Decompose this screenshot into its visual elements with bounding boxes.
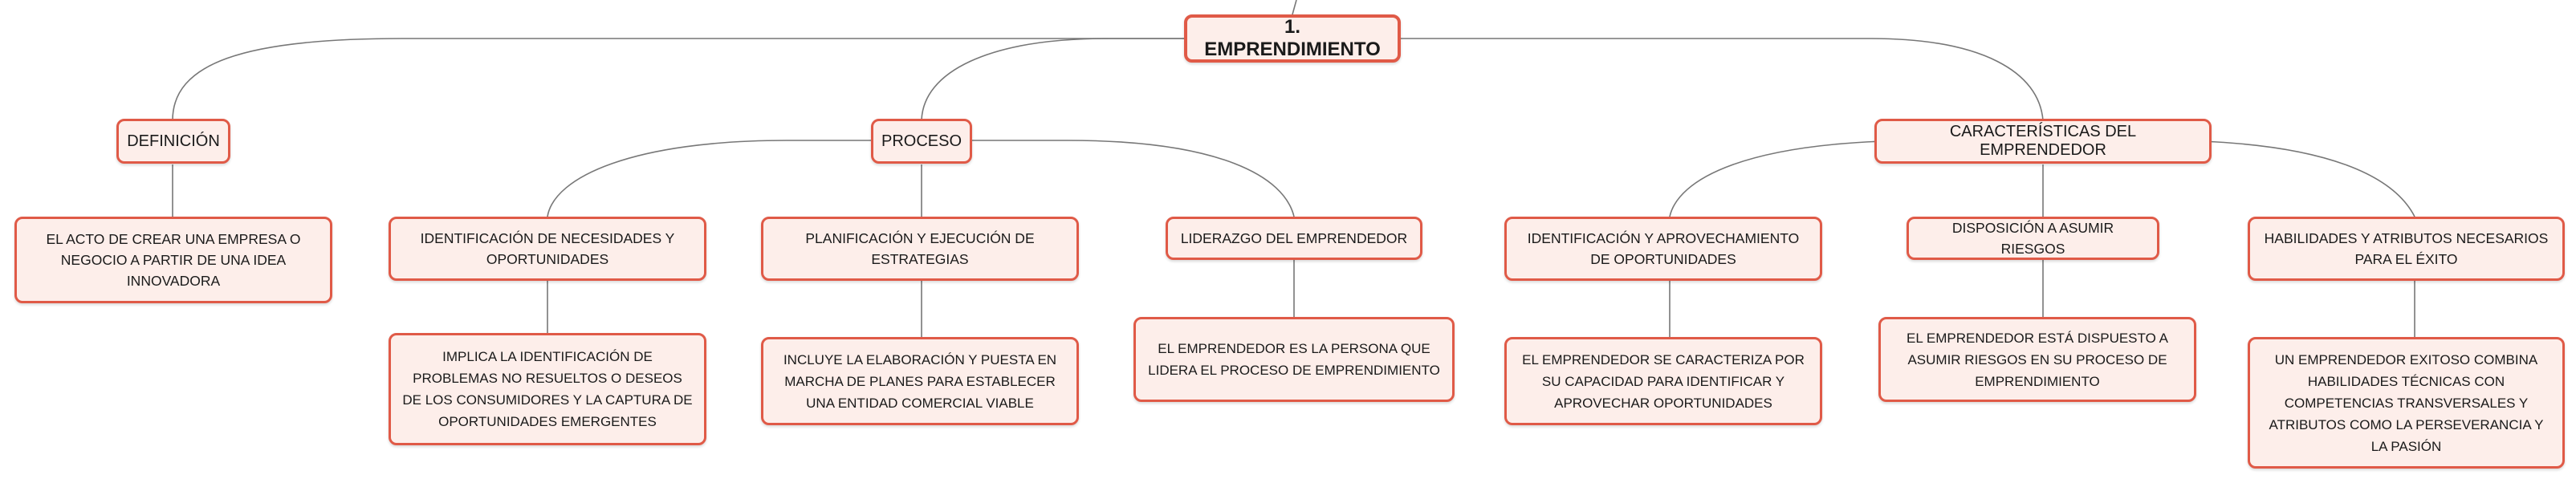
caracteristicas-label: CARACTERÍSTICAS DEL EMPRENDEDOR: [1949, 123, 2137, 159]
disposicion-riesgos-label: DISPOSICIÓN A ASUMIR RIESGOS: [1951, 220, 2114, 257]
node-identificacion-detail[interactable]: IMPLICA LA IDENTIFICACIÓN DE PROBLEMAS N…: [389, 333, 706, 445]
root-label: 1. EMPRENDIMIENTO: [1204, 16, 1381, 60]
edge-root-definicion: [172, 38, 1184, 121]
liderazgo-label: LIDERAZGO DEL EMPRENDEDOR: [1180, 230, 1408, 246]
aprovechamiento-detail-text: EL EMPRENDEDOR SE CARACTERIZA POR SU CAP…: [1522, 351, 1805, 411]
node-caracteristicas[interactable]: CARACTERÍSTICAS DEL EMPRENDEDOR: [1874, 119, 2212, 164]
disposicion-detail-text: EL EMPRENDEDOR ESTÁ DISPUESTO A ASUMIR R…: [1907, 330, 2168, 389]
node-definicion-detail[interactable]: EL ACTO DE CREAR UNA EMPRESA O NEGOCIO A…: [14, 217, 332, 303]
identificacion-necesidades-label: IDENTIFICACIÓN DE NECESIDADES Y OPORTUNI…: [420, 230, 675, 267]
node-aprovechamiento-detail[interactable]: EL EMPRENDEDOR SE CARACTERIZA POR SU CAP…: [1504, 337, 1822, 425]
node-disposicion-riesgos[interactable]: DISPOSICIÓN A ASUMIR RIESGOS: [1907, 217, 2159, 260]
edge-root-parent: [1292, 0, 1297, 15]
node-planificacion[interactable]: PLANIFICACIÓN Y EJECUCIÓN DE ESTRATEGIAS: [761, 217, 1079, 281]
node-identificacion-necesidades[interactable]: IDENTIFICACIÓN DE NECESIDADES Y OPORTUNI…: [389, 217, 706, 281]
node-habilidades-detail[interactable]: UN EMPRENDEDOR EXITOSO COMBINA HABILIDAD…: [2248, 337, 2565, 469]
node-identificacion-oportunidades[interactable]: IDENTIFICACIÓN Y APROVECHAMIENTO DE OPOR…: [1504, 217, 1822, 281]
node-definicion[interactable]: DEFINICIÓN: [116, 119, 230, 164]
node-liderazgo-detail[interactable]: EL EMPRENDEDOR ES LA PERSONA QUE LIDERA …: [1133, 317, 1455, 402]
planificacion-detail-text: INCLUYE LA ELABORACIÓN Y PUESTA EN MARCH…: [783, 351, 1057, 411]
edge-proceso-liderazgo: [922, 140, 1295, 217]
identificacion-oportunidades-label: IDENTIFICACIÓN Y APROVECHAMIENTO DE OPOR…: [1527, 230, 1800, 267]
habilidades-detail-text: UN EMPRENDEDOR EXITOSO COMBINA HABILIDAD…: [2269, 351, 2544, 454]
root-node[interactable]: 1. EMPRENDIMIENTO: [1184, 14, 1401, 63]
node-disposicion-detail[interactable]: EL EMPRENDEDOR ESTÁ DISPUESTO A ASUMIR R…: [1878, 317, 2196, 402]
node-proceso[interactable]: PROCESO: [871, 119, 972, 164]
node-habilidades[interactable]: HABILIDADES Y ATRIBUTOS NECESARIOS PARA …: [2248, 217, 2565, 281]
identificacion-detail-text: IMPLICA LA IDENTIFICACIÓN DE PROBLEMAS N…: [402, 349, 693, 429]
planificacion-label: PLANIFICACIÓN Y EJECUCIÓN DE ESTRATEGIAS: [805, 230, 1035, 267]
node-planificacion-detail[interactable]: INCLUYE LA ELABORACIÓN Y PUESTA EN MARCH…: [761, 337, 1079, 425]
node-liderazgo[interactable]: LIDERAZGO DEL EMPRENDEDOR: [1166, 217, 1422, 260]
definicion-label: DEFINICIÓN: [127, 132, 220, 150]
edge-root-caracteristicas: [1401, 38, 2044, 121]
definicion-detail-text: EL ACTO DE CREAR UNA EMPRESA O NEGOCIO A…: [46, 231, 301, 289]
liderazgo-detail-text: EL EMPRENDEDOR ES LA PERSONA QUE LIDERA …: [1148, 341, 1440, 378]
edge-proceso-identificacion: [547, 140, 922, 217]
proceso-label: PROCESO: [881, 132, 962, 150]
habilidades-label: HABILIDADES Y ATRIBUTOS NECESARIOS PARA …: [2264, 230, 2549, 267]
edge-root-proceso: [921, 38, 1184, 121]
